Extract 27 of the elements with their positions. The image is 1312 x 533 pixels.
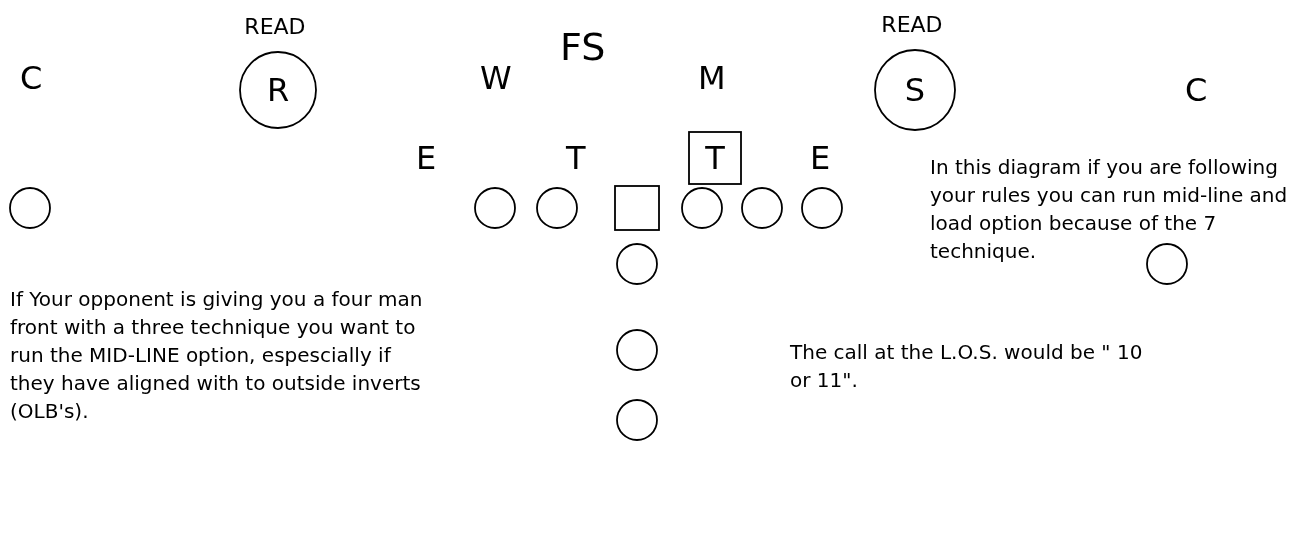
player-circle xyxy=(1145,242,1189,286)
player-circle xyxy=(615,242,659,286)
player-circle xyxy=(615,398,659,442)
player-letter: R xyxy=(266,72,290,108)
player-circle xyxy=(740,186,784,230)
position-letter: T xyxy=(566,140,586,176)
player-letter: S xyxy=(904,72,926,108)
position-letter: FS xyxy=(560,26,606,68)
player-circle xyxy=(800,186,844,230)
note-text: The call at the L.O.S. would be " 10 or 11". xyxy=(790,339,1144,394)
player-circle xyxy=(615,328,659,372)
position-letter: E xyxy=(810,140,831,176)
position-letter: E xyxy=(416,140,437,176)
read-label: READ xyxy=(244,14,306,40)
position-letter: M xyxy=(698,60,726,96)
player-square xyxy=(614,185,660,231)
position-letter: W xyxy=(480,60,512,96)
read-label: READ xyxy=(881,12,943,38)
note-text: If Your opponent is giving you a four man front with a three technique you want to run the MID-LINE option, espescially if they have aligned with to outside inverts (OLB's). xyxy=(10,286,424,425)
player-circle xyxy=(8,186,52,230)
player-circle xyxy=(473,186,517,230)
position-letter: C xyxy=(1185,72,1208,108)
player-letter: T xyxy=(705,140,725,176)
note-text: In this diagram if you are following your rules you can run mid-line and load option because of the 7 technique. xyxy=(930,154,1289,265)
player-circle xyxy=(535,186,579,230)
position-letter: C xyxy=(20,60,43,96)
player-circle xyxy=(680,186,724,230)
